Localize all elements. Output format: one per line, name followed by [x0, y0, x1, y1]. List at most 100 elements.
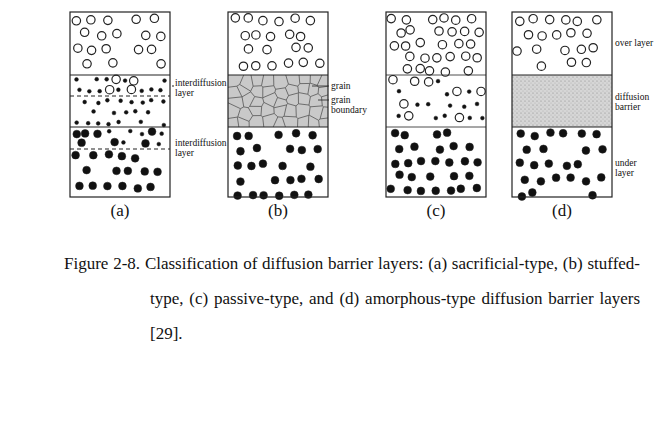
atom	[127, 85, 135, 93]
atom	[107, 122, 111, 126]
atom	[87, 89, 91, 93]
atom	[411, 143, 419, 151]
atom	[589, 44, 597, 52]
atom	[148, 128, 156, 136]
atom	[404, 159, 412, 167]
grain-label: grain	[331, 81, 381, 91]
atom	[233, 132, 241, 140]
atom	[406, 52, 414, 60]
atom	[445, 159, 453, 167]
atom	[521, 176, 529, 184]
atom	[467, 14, 475, 22]
atom	[573, 17, 581, 25]
atom	[94, 130, 102, 138]
atom	[134, 184, 142, 192]
atom	[563, 162, 571, 170]
atom	[98, 89, 102, 93]
interface-line	[512, 74, 612, 75]
atom	[545, 160, 553, 168]
atom	[116, 88, 120, 92]
atom	[397, 89, 401, 93]
atom	[474, 158, 482, 166]
atom	[234, 162, 242, 170]
atom	[292, 43, 300, 51]
atom	[582, 177, 590, 185]
atom	[112, 75, 120, 83]
atom	[83, 166, 91, 174]
panel-letter: (c)	[416, 201, 456, 221]
atom	[89, 182, 97, 190]
atom	[396, 171, 404, 179]
atom	[298, 146, 306, 154]
atom	[424, 78, 432, 86]
atom	[577, 45, 585, 53]
atom	[578, 130, 586, 138]
atom	[466, 143, 474, 151]
panel-frame	[386, 12, 486, 197]
atom	[462, 52, 470, 60]
atom	[401, 42, 409, 50]
atom	[72, 17, 80, 25]
atom	[465, 172, 473, 180]
figure-caption: Figure 2-8. Classification of diffusion …	[64, 246, 640, 351]
atom	[133, 109, 137, 113]
atom	[406, 26, 414, 34]
atom	[248, 162, 256, 170]
atom	[438, 40, 446, 48]
atom	[391, 129, 399, 137]
atom	[431, 157, 439, 165]
atom	[98, 32, 106, 40]
atom	[599, 145, 607, 153]
atom	[134, 45, 142, 53]
atom	[480, 116, 484, 120]
atom	[445, 92, 449, 96]
atom	[291, 14, 299, 22]
atom	[74, 44, 82, 52]
atom	[475, 102, 479, 106]
atom	[89, 151, 97, 159]
atom	[140, 132, 144, 136]
atom	[111, 138, 119, 146]
atom	[462, 105, 466, 109]
atom	[252, 62, 260, 70]
leader-line	[318, 100, 329, 101]
atom	[253, 144, 261, 152]
atom	[83, 60, 91, 68]
atom	[316, 59, 324, 67]
atom	[436, 79, 440, 83]
atom	[157, 142, 161, 146]
atom	[448, 28, 456, 36]
atom	[96, 122, 100, 126]
atom	[448, 104, 452, 108]
atom	[73, 130, 81, 138]
atom	[140, 89, 144, 93]
atom	[72, 151, 80, 159]
atom	[252, 31, 260, 39]
atom	[466, 40, 474, 48]
dashed-line	[70, 148, 170, 149]
atom	[266, 32, 274, 40]
atom	[124, 110, 128, 114]
panel-letter: (d)	[542, 201, 582, 221]
atom	[296, 32, 304, 40]
atom	[426, 173, 434, 181]
atom	[231, 14, 239, 22]
atom	[516, 17, 524, 25]
atom	[562, 16, 570, 24]
interface-line	[386, 127, 486, 128]
atom	[433, 131, 441, 139]
atom	[593, 16, 601, 24]
atom	[405, 112, 413, 120]
atom	[298, 175, 306, 183]
atom	[105, 77, 109, 81]
atom	[433, 54, 441, 62]
atom	[387, 185, 395, 193]
atom	[268, 62, 276, 70]
atom	[457, 185, 465, 193]
panel-frame	[70, 12, 170, 197]
atom	[416, 103, 420, 107]
atom	[429, 15, 437, 23]
atom	[292, 129, 300, 137]
atom	[259, 16, 267, 24]
atom	[436, 146, 444, 154]
